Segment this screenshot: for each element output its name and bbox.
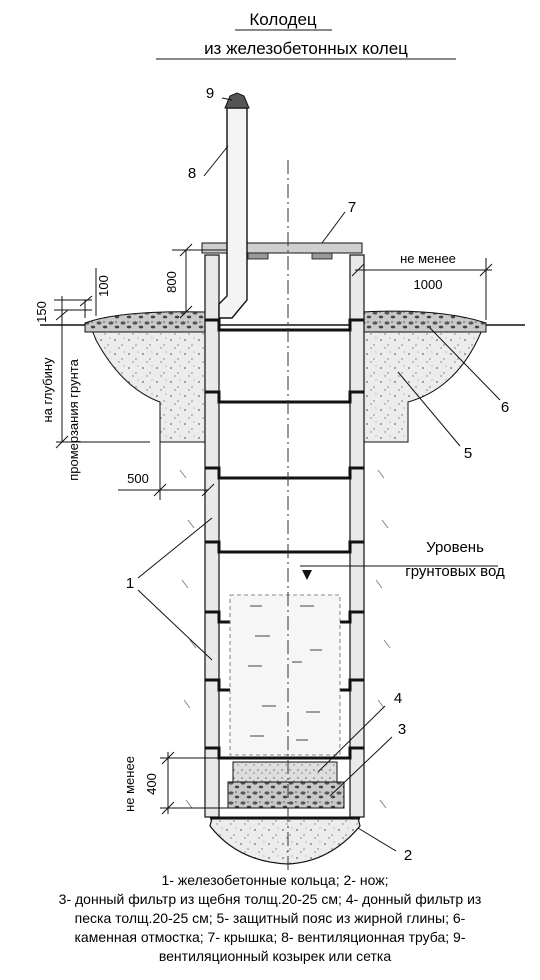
lid	[201, 242, 363, 254]
dim-1000-line2: 1000	[414, 277, 443, 292]
callout-1: 1	[126, 575, 134, 592]
legend-line-4: каменная отмостка; 7- крышка; 8- вентиля…	[75, 929, 466, 945]
callout-2: 2	[404, 847, 412, 864]
lid-stop-right	[311, 252, 333, 260]
groundwater-line2: грунтовых вод	[405, 563, 505, 580]
sand-filter	[232, 761, 338, 783]
dim-400-line1: не менее	[122, 756, 137, 812]
legend-line-2: 3- донный фильтр из щебня толщ.20-25 см;…	[59, 891, 482, 907]
well-wall-right	[349, 254, 365, 818]
dim-depth-line2: промерзания грунта	[66, 358, 81, 480]
groundwater-line1: Уровень	[426, 539, 484, 556]
dim-150-100	[54, 295, 93, 332]
dim-100: 100	[96, 275, 111, 297]
dim-500-label: 500	[127, 471, 149, 486]
legend-line-1: 1- железобетонные кольца; 2- нож;	[162, 872, 389, 888]
callout-8: 8	[188, 165, 196, 182]
title-line-2: из железобетонных колец	[204, 39, 408, 58]
callout-3: 3	[398, 721, 406, 738]
dim-500	[118, 440, 215, 500]
clay-belt-right	[361, 329, 483, 443]
title-line-1: Колодец	[249, 10, 317, 29]
callout-leaders	[137, 97, 501, 852]
callout-7: 7	[348, 199, 356, 216]
callout-4: 4	[394, 690, 402, 707]
ring-joints	[205, 318, 364, 760]
legend-line-3: песка толщ.20-25 см; 5- защитный пояс из…	[75, 910, 466, 926]
dim-depth-line1: на глубину	[40, 357, 55, 423]
dim-400	[160, 751, 232, 815]
gravel-filter	[227, 781, 345, 809]
dim-depth-tick	[55, 435, 69, 449]
stone-pavement-left	[84, 311, 207, 333]
well-wall-left	[204, 254, 220, 818]
dim-800	[172, 243, 226, 319]
legend-line-5: вентиляционный козырек или сетка	[159, 948, 391, 964]
vent-cap	[224, 92, 250, 109]
vent-pipe	[218, 107, 248, 319]
stone-pavement-right	[361, 310, 487, 333]
soil-marks	[179, 469, 391, 809]
water-marks	[248, 605, 322, 741]
callout-9: 9	[206, 85, 214, 102]
groundwater-arrow	[302, 570, 312, 580]
dim-150: 150	[34, 301, 49, 323]
dim-400-line2: 400	[144, 773, 159, 795]
knife-edge	[209, 817, 361, 865]
callout-5: 5	[464, 445, 472, 462]
dim-800-label: 800	[164, 271, 179, 293]
dim-1000-line1: не менее	[400, 251, 456, 266]
dim-1000	[351, 258, 493, 320]
lid-stop-left	[247, 252, 269, 260]
water-area	[229, 594, 341, 756]
clay-belt-left	[91, 329, 209, 443]
callout-6: 6	[501, 399, 509, 416]
